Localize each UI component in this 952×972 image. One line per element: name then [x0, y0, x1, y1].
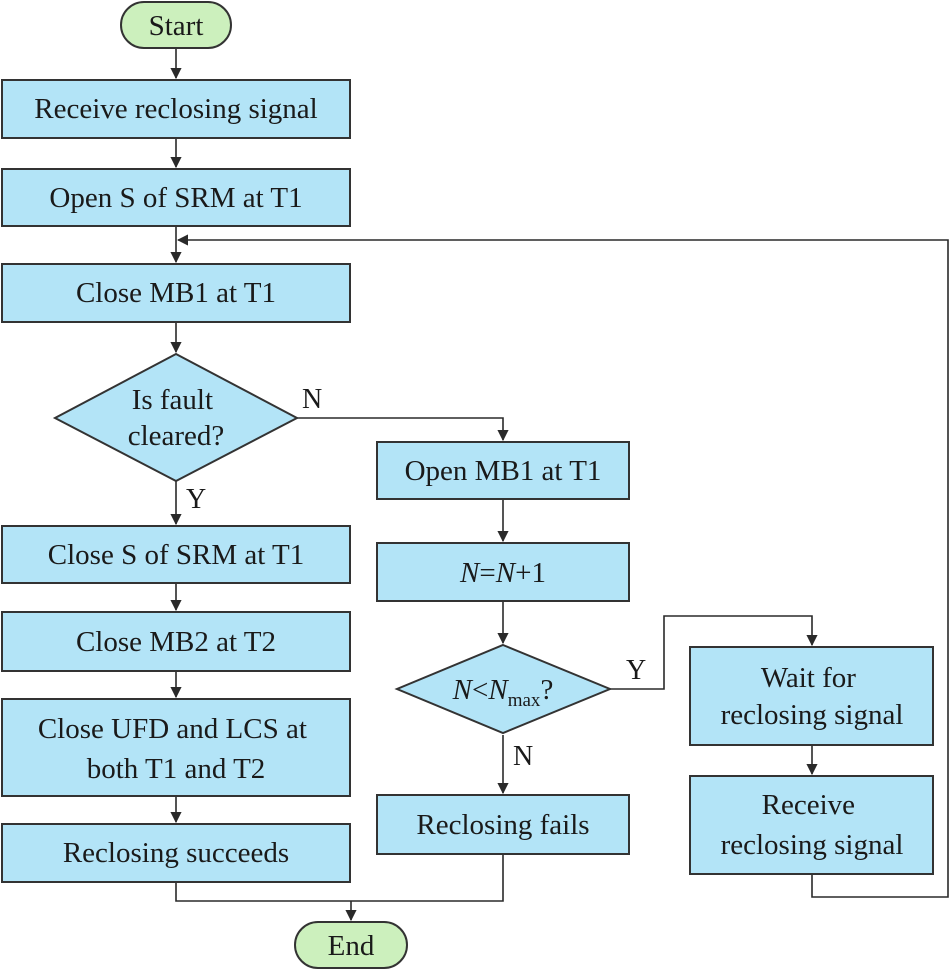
close-ufd-lcs-shape [1, 698, 351, 797]
open-s-srm-t1-box: Open S of SRM at T1 [1, 168, 351, 227]
reclosing-succeeds-label: Reclosing succeeds [63, 837, 289, 869]
wait-for-reclosing-signal-box: Wait for reclosing signal [689, 646, 934, 746]
edge-label-fault-no: N [302, 384, 322, 415]
close-s-srm-t1-box: Close S of SRM at T1 [1, 525, 351, 584]
close-ufd-lcs-label: Close UFD and LCS at both T1 and T2 [38, 713, 314, 785]
n-increment-eq: = [479, 557, 495, 589]
end-shape [294, 921, 408, 969]
wait-line-2: reclosing signal [721, 699, 904, 731]
wait-line-1: Wait for [761, 662, 856, 694]
close-ufd-lcs-box: Close UFD and LCS at both T1 and T2 [1, 698, 351, 797]
edge-label-fault-yes: Y [186, 484, 206, 515]
close-mb2-t2-box: Close MB2 at T2 [1, 611, 351, 672]
receive-2-line-1: Receive [762, 789, 855, 821]
open-mb1-t1-label: Open MB1 at T1 [405, 455, 602, 487]
n-less-nmax-shape [394, 643, 613, 735]
reclosing-succeeds-shape [1, 823, 351, 883]
is-fault-cleared-shape [52, 352, 300, 483]
close-mb1-t1-box: Close MB1 at T1 [1, 263, 351, 323]
open-s-srm-t1-shape [1, 168, 351, 227]
end-terminal: End [294, 921, 408, 969]
n-less-nmax-nmax: N [487, 674, 509, 706]
n-increment-n1: N [459, 557, 481, 589]
n-less-nmax-label: N<Nmax? [452, 674, 554, 711]
n-increment-box: N=N+1 [376, 542, 630, 602]
reclosing-fails-shape [376, 794, 630, 855]
is-fault-cleared-label: Is fault cleared? [128, 384, 225, 452]
n-increment-label: N=N+1 [459, 557, 546, 589]
open-mb1-t1-box: Open MB1 at T1 [376, 441, 630, 500]
end-label: End [328, 930, 375, 962]
start-label: Start [149, 10, 204, 42]
reclosing-fails-box: Reclosing fails [376, 794, 630, 855]
close-mb2-t2-label: Close MB2 at T2 [76, 626, 276, 658]
reclosing-succeeds-box: Reclosing succeeds [1, 823, 351, 883]
n-increment-plus: +1 [515, 557, 546, 589]
n-less-nmax-question: ? [540, 674, 553, 706]
n-increment-shape [376, 542, 630, 602]
receive-reclosing-signal-2-shape [689, 775, 934, 875]
is-fault-cleared-decision: Is fault cleared? [52, 352, 300, 483]
n-less-nmax-lt: < [472, 674, 488, 706]
close-mb2-t2-shape [1, 611, 351, 672]
n-less-nmax-subscript: max [508, 690, 541, 711]
receive-reclosing-signal-label: Receive reclosing signal [34, 93, 317, 125]
n-less-nmax-decision: N<Nmax? [394, 643, 613, 735]
connector-loop-back [176, 234, 949, 898]
receive-2-line-2: reclosing signal [721, 829, 904, 861]
close-s-srm-t1-label: Close S of SRM at T1 [48, 539, 304, 571]
is-fault-cleared-line-1: Is fault [132, 384, 213, 416]
reclosing-fails-label: Reclosing fails [416, 809, 589, 841]
receive-reclosing-signal-shape [1, 79, 351, 139]
edge-label-nmax-no: N [513, 741, 533, 772]
open-mb1-t1-shape [376, 441, 630, 500]
close-mb1-t1-shape [1, 263, 351, 323]
connector-nmax-yes [610, 615, 818, 690]
connector-succeeds-to-merge [175, 854, 504, 902]
close-s-srm-t1-shape [1, 525, 351, 584]
start-shape [120, 1, 232, 49]
connectors [170, 48, 949, 922]
receive-reclosing-signal-box: Receive reclosing signal [1, 79, 351, 139]
receive-reclosing-signal-2-box: Receive reclosing signal [689, 775, 934, 875]
edge-label-nmax-yes: Y [626, 655, 646, 686]
close-ufd-lcs-line-1: Close UFD and LCS at [38, 713, 307, 745]
n-increment-n2: N [495, 557, 517, 589]
close-mb1-t1-label: Close MB1 at T1 [76, 277, 276, 309]
connector-fault-no [297, 417, 509, 442]
is-fault-cleared-line-2: cleared? [128, 420, 225, 452]
close-ufd-lcs-line-2: both T1 and T2 [87, 753, 266, 785]
wait-for-reclosing-signal-label: Wait for reclosing signal [721, 662, 904, 731]
n-less-nmax-n: N [452, 674, 474, 706]
receive-reclosing-signal-2-label: Receive reclosing signal [721, 789, 904, 861]
wait-for-reclosing-signal-shape [689, 646, 934, 746]
start-terminal: Start [120, 1, 232, 49]
open-s-srm-t1-label: Open S of SRM at T1 [49, 182, 302, 214]
